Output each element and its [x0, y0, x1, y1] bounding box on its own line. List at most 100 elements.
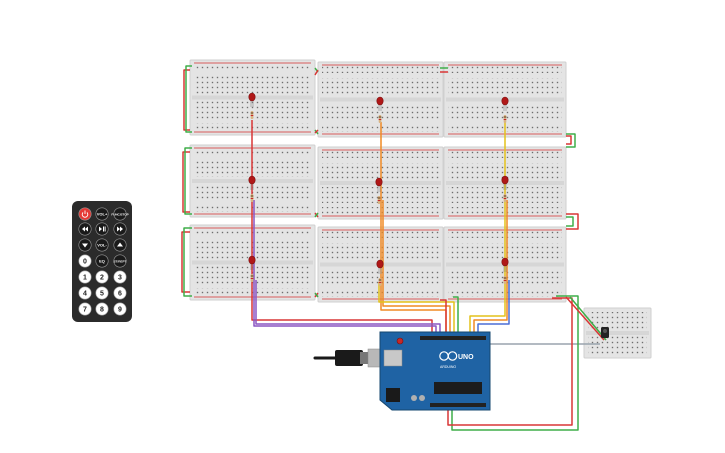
atmega-chip	[434, 382, 482, 394]
led-3[interactable]	[501, 96, 509, 111]
ir-receiver[interactable]	[601, 327, 609, 338]
fast-forward-button[interactable]	[113, 222, 127, 236]
wire-34[interactable]	[447, 297, 573, 426]
wire-31[interactable]	[440, 299, 447, 335]
remote-button-3[interactable]: 3	[113, 270, 127, 284]
wire-23[interactable]	[255, 280, 441, 338]
remote-button-vol-[interactable]: VOL-	[95, 238, 109, 252]
wire-8[interactable]	[314, 69, 319, 76]
capacitor	[419, 395, 425, 401]
remote-button-label: 8	[100, 307, 104, 314]
wire-32[interactable]	[453, 296, 459, 335]
remote-button-5[interactable]: 5	[95, 286, 109, 300]
remote-button-label: 9	[118, 307, 122, 314]
play-pause-icon	[99, 226, 106, 232]
wire-17[interactable]	[566, 133, 576, 148]
led-6[interactable]	[501, 175, 509, 190]
remote-button-9[interactable]: 9	[113, 302, 127, 316]
wire-29[interactable]	[477, 280, 510, 338]
remote-button-label: 6	[118, 291, 122, 298]
wire-16[interactable]	[314, 292, 319, 298]
wire-4[interactable]	[184, 147, 192, 215]
reset-button[interactable]	[396, 337, 404, 345]
led-7[interactable]	[248, 255, 256, 270]
rewind-button[interactable]	[78, 222, 92, 236]
remote-button-label: 5	[100, 291, 104, 298]
led-4[interactable]	[248, 175, 256, 190]
power-button[interactable]	[78, 207, 92, 221]
remote-button-st-rept[interactable]: ST/REPT	[113, 254, 127, 268]
digital-header[interactable]	[420, 336, 486, 340]
wire-5[interactable]	[181, 231, 190, 293]
remote-button-label: 2	[100, 275, 104, 282]
remote-button-func-stop[interactable]: FUNC/STOP	[111, 207, 129, 221]
play-pause-button[interactable]	[95, 222, 109, 236]
resistor[interactable]	[503, 276, 507, 284]
remote-button-label: 7	[83, 307, 87, 314]
wire-21[interactable]	[251, 120, 433, 338]
wire-14[interactable]	[314, 212, 319, 218]
arduino-logo	[439, 351, 458, 361]
remote-button-label: 4	[83, 291, 87, 298]
wire-26[interactable]	[378, 282, 455, 338]
down-icon	[82, 243, 88, 248]
wire-35[interactable]	[565, 296, 605, 341]
remote-button-label: 0	[83, 259, 87, 266]
remote-button-eq[interactable]: EQ	[95, 254, 109, 268]
led-2[interactable]	[376, 96, 384, 111]
wire-3[interactable]	[182, 151, 190, 213]
wire-2[interactable]	[185, 65, 192, 133]
wire-18[interactable]	[566, 135, 572, 145]
remote-button-2[interactable]: 2	[95, 270, 109, 284]
led-5[interactable]	[375, 177, 383, 192]
led-1[interactable]	[248, 92, 256, 107]
remote-button-1[interactable]: 1	[78, 270, 92, 284]
rewind-icon	[82, 226, 88, 232]
usb-cable[interactable]	[313, 348, 383, 368]
usb-port[interactable]	[383, 349, 403, 367]
remote-button-0[interactable]: 0	[78, 254, 92, 268]
analog-header[interactable]	[430, 403, 486, 407]
remote-button-vol-[interactable]: VOL+	[95, 207, 109, 221]
wire-6[interactable]	[183, 227, 192, 297]
led-8[interactable]	[376, 259, 384, 274]
resistor[interactable]	[377, 196, 381, 204]
wire-19[interactable]	[566, 213, 579, 230]
wire-1[interactable]	[183, 69, 190, 131]
remote-button-label: VOL-	[97, 243, 107, 248]
remote-button-label: FUNC/STOP	[111, 213, 128, 217]
breadboard-bb-sensor[interactable]	[583, 307, 652, 359]
wire-27[interactable]	[469, 122, 506, 338]
remote-button-label: 3	[118, 275, 122, 282]
resistor[interactable]	[378, 115, 382, 123]
remote-button-4[interactable]: 4	[78, 286, 92, 300]
up-icon	[117, 242, 123, 247]
wire-12[interactable]	[314, 129, 319, 134]
power-icon	[81, 210, 89, 218]
resistor[interactable]	[503, 194, 507, 202]
resistor[interactable]	[250, 194, 254, 202]
wire-33[interactable]	[451, 295, 579, 431]
remote-button-label: VOL+	[97, 212, 108, 217]
up-button[interactable]	[113, 238, 127, 252]
resistor[interactable]	[250, 274, 254, 282]
remote-button-7[interactable]: 7	[78, 302, 92, 316]
remote-button-label: EQ	[99, 259, 105, 264]
resistor[interactable]	[250, 111, 254, 119]
wire-36[interactable]	[569, 296, 607, 341]
uno-label: UNO	[458, 354, 474, 361]
led-9[interactable]	[501, 257, 509, 272]
arduino-brand-label: ARDUINO	[440, 365, 456, 369]
wire-20[interactable]	[566, 216, 574, 227]
down-button[interactable]	[78, 238, 92, 252]
wire-25[interactable]	[382, 200, 451, 338]
remote-button-6[interactable]: 6	[113, 286, 127, 300]
power-jack[interactable]	[386, 388, 400, 402]
remote-button-8[interactable]: 8	[95, 302, 109, 316]
ir-remote[interactable]: VOL+FUNC/STOP VOL- 0 EQ ST/REPT 1 2 3 4 5 6 7 8 9	[72, 201, 132, 322]
capacitor	[411, 395, 417, 401]
resistor[interactable]	[503, 115, 507, 123]
resistor[interactable]	[378, 278, 382, 286]
